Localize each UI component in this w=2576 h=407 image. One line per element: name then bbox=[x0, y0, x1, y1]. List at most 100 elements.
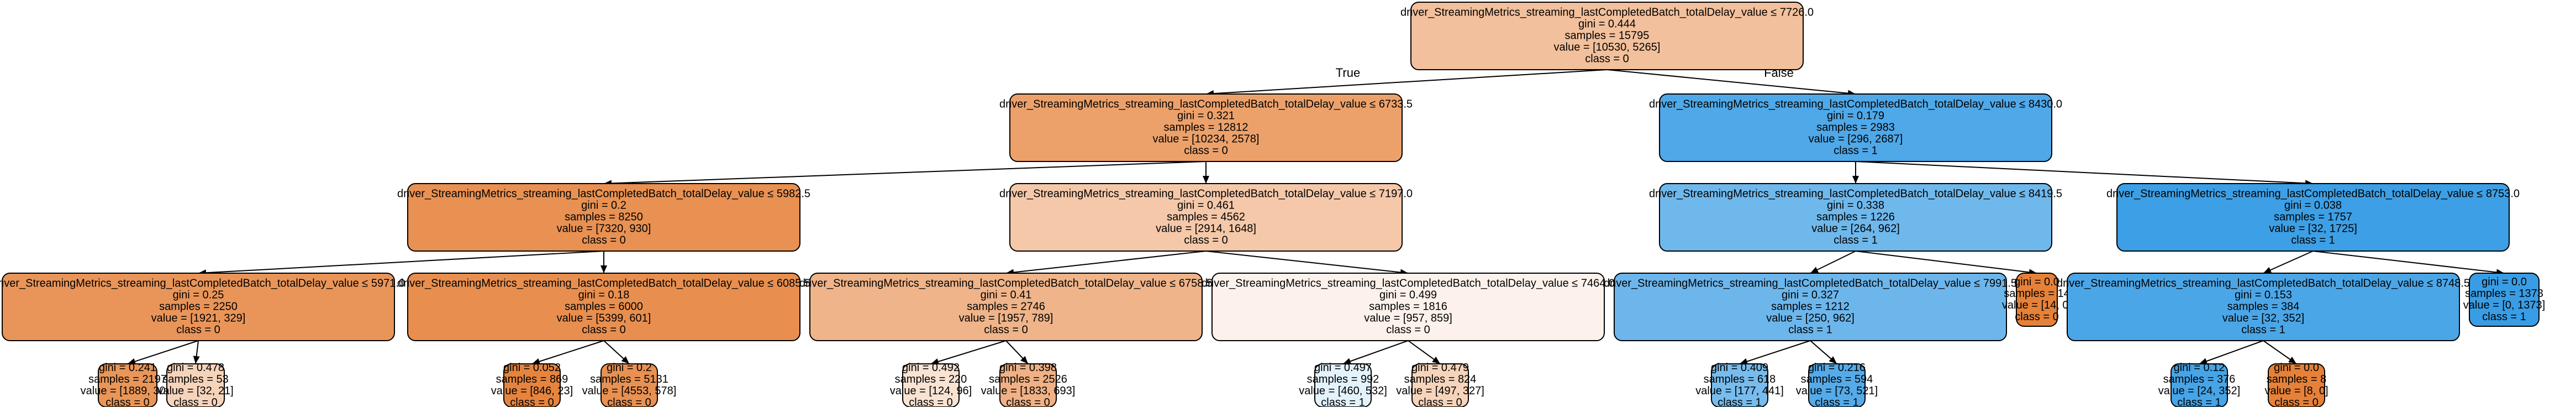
node-line: value = [1889, 308] bbox=[81, 385, 175, 397]
arrowhead-n13-n25 bbox=[2199, 358, 2208, 364]
arrowhead-n6-n13 bbox=[2263, 267, 2272, 273]
node-line: value = [10234, 2578] bbox=[1153, 133, 1260, 145]
node-line: value = [0, 1373] bbox=[2463, 299, 2545, 311]
node-box bbox=[98, 363, 157, 407]
edge-n0-n1 bbox=[1205, 69, 1608, 95]
node-line: driver_StreamingMetrics_streaming_lastCo… bbox=[2057, 278, 2470, 290]
node-line: samples = 1212 bbox=[1771, 301, 1850, 313]
node-box bbox=[2, 273, 395, 341]
arrowhead-n7-n16 bbox=[193, 356, 200, 364]
node-line: class = 1 bbox=[1718, 396, 1761, 407]
tree-node-n10: driver_StreamingMetrics_streaming_lastCo… bbox=[1202, 273, 1615, 341]
arrowhead-n1-n4 bbox=[1203, 176, 1209, 184]
node-line: samples = 2250 bbox=[159, 301, 238, 313]
arrowhead-n7-n15 bbox=[128, 358, 136, 365]
node-line: class = 0 bbox=[176, 324, 220, 336]
node-line: gini = 0.321 bbox=[1177, 110, 1235, 122]
node-line: samples = 869 bbox=[496, 373, 568, 385]
node-line: driver_StreamingMetrics_streaming_lastCo… bbox=[1649, 98, 2062, 111]
node-box bbox=[1211, 273, 1605, 341]
node-line: gini = 0.2 bbox=[607, 362, 652, 374]
tree-node-n13: driver_StreamingMetrics_streaming_lastCo… bbox=[2057, 273, 2470, 341]
node-box bbox=[1410, 2, 1804, 70]
node-line: samples = 6000 bbox=[565, 301, 643, 313]
edge-n13-n25 bbox=[2199, 340, 2264, 364]
node-line: value = [32, 352] bbox=[2222, 312, 2304, 325]
node-box bbox=[1314, 363, 1372, 407]
node-line: value = [957, 859] bbox=[1364, 312, 1452, 325]
edge-n8-n17 bbox=[531, 340, 604, 364]
edge-n0-n2 bbox=[1606, 69, 1856, 95]
arrowhead-n11-n24 bbox=[1829, 356, 1837, 364]
node-line: gini = 0.0 bbox=[2482, 276, 2527, 288]
node-line: value = [5399, 601] bbox=[557, 312, 651, 325]
node-line: value = [296, 2687] bbox=[1809, 133, 1903, 145]
node-box bbox=[2171, 363, 2228, 407]
node-box bbox=[600, 363, 658, 407]
node-line: value = [14, 0] bbox=[2002, 299, 2072, 311]
edge-n2-n6 bbox=[1855, 161, 2314, 184]
node-line: value = [7320, 930] bbox=[557, 223, 651, 235]
node-line: gini = 0.153 bbox=[2235, 289, 2292, 301]
node-line: samples = 5131 bbox=[590, 373, 668, 385]
node-box bbox=[1659, 183, 2052, 252]
node-line: value = [2914, 1648] bbox=[1156, 223, 1256, 235]
arrowhead-n3-n8 bbox=[600, 265, 607, 273]
node-box bbox=[1411, 363, 1469, 407]
node-line: value = [1957, 789] bbox=[959, 312, 1053, 325]
edge-n10-n21 bbox=[1342, 340, 1409, 364]
tree-node-n9: driver_StreamingMetrics_streaming_lastCo… bbox=[799, 273, 1213, 341]
arrowhead-n5-n11 bbox=[1810, 267, 1819, 273]
node-line: gini = 0.41 bbox=[981, 289, 1032, 301]
node-line: value = [1921, 329] bbox=[151, 312, 246, 325]
node-line: class = 0 bbox=[1184, 145, 1228, 157]
node-line: value = [124, 96] bbox=[890, 385, 972, 397]
node-line: value = [250, 962] bbox=[1766, 312, 1855, 325]
node-box bbox=[2268, 363, 2325, 407]
node-line: gini = 0.478 bbox=[167, 362, 224, 374]
node-line: class = 0 bbox=[1386, 324, 1430, 336]
node-line: class = 1 bbox=[1834, 234, 1877, 247]
edge-n5-n12 bbox=[1855, 251, 2037, 274]
node-box bbox=[407, 183, 800, 252]
tree-node-n0: driver_StreamingMetrics_streaming_lastCo… bbox=[1400, 2, 1814, 70]
node-line: samples = 2746 bbox=[967, 301, 1045, 313]
arrowhead-n10-n22 bbox=[1432, 356, 1440, 364]
node-line: value = [32, 1725] bbox=[2269, 223, 2357, 235]
node-line: samples = 15795 bbox=[1565, 30, 1650, 42]
node-line: gini = 0.2 bbox=[581, 200, 626, 212]
node-line: class = 1 bbox=[1788, 324, 1832, 336]
node-line: gini = 0.18 bbox=[578, 289, 630, 301]
node-line: value = [73, 521] bbox=[1796, 385, 1878, 397]
arrowhead-n8-n18 bbox=[621, 356, 629, 364]
tree-node-n8: driver_StreamingMetrics_streaming_lastCo… bbox=[397, 273, 810, 341]
arrowhead-n11-n23 bbox=[1740, 358, 1748, 365]
node-line: samples = 824 bbox=[1404, 373, 1477, 385]
node-line: gini = 0.216 bbox=[1808, 362, 1866, 374]
node-line: gini = 0.461 bbox=[1177, 200, 1235, 212]
node-line: class = 1 bbox=[2177, 396, 2221, 407]
tree-node-n4: driver_StreamingMetrics_streaming_lastCo… bbox=[999, 183, 1413, 252]
node-line: value = [264, 962] bbox=[1811, 223, 1900, 235]
node-line: value = [24, 352] bbox=[2158, 385, 2240, 397]
tree-node-n3: driver_StreamingMetrics_streaming_lastCo… bbox=[397, 183, 810, 252]
arrowhead-n13-n26 bbox=[2288, 357, 2296, 364]
node-box bbox=[999, 363, 1057, 407]
node-line: driver_StreamingMetrics_streaming_lastCo… bbox=[799, 278, 1213, 290]
node-line: gini = 0.444 bbox=[1578, 18, 1636, 30]
node-line: class = 0 bbox=[984, 324, 1028, 336]
node-line: class = 0 bbox=[510, 396, 554, 407]
edge-n6-n13 bbox=[2263, 251, 2314, 274]
arrowhead-n10-n21 bbox=[1343, 358, 1352, 364]
node-line: class = 0 bbox=[2274, 396, 2318, 407]
node-line: class = 0 bbox=[1585, 53, 1629, 65]
